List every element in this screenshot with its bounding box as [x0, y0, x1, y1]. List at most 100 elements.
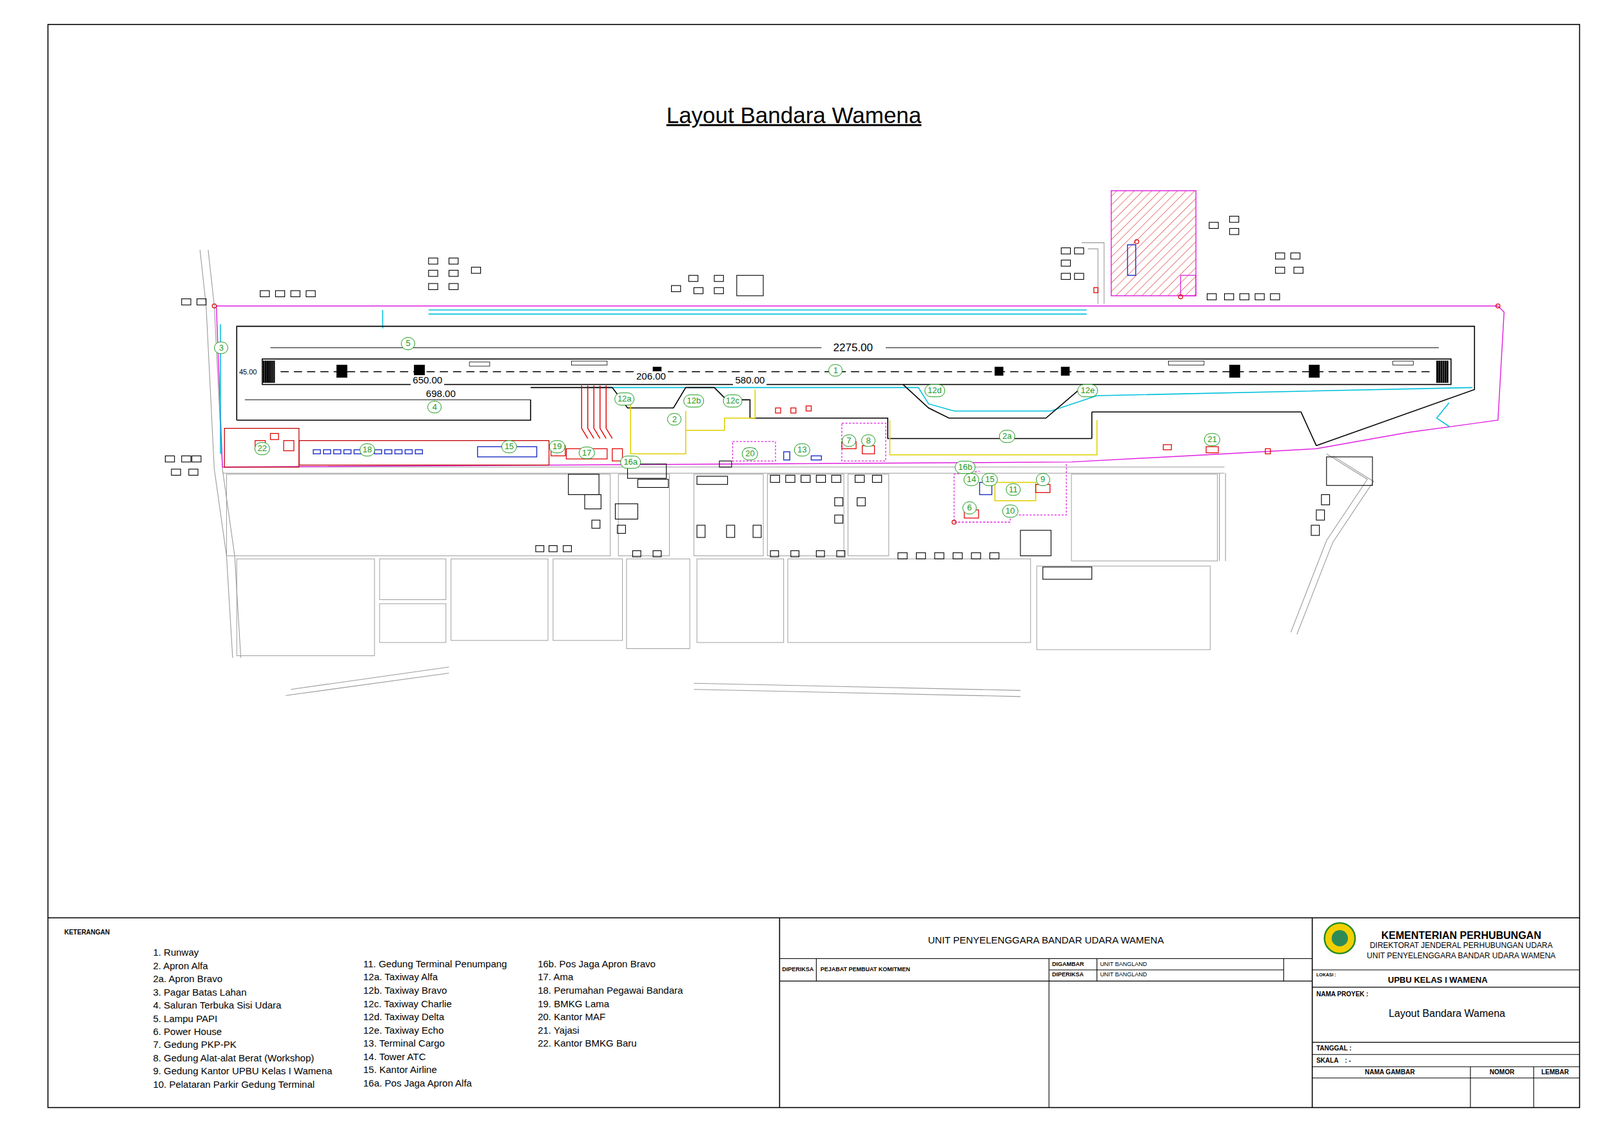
table-cell: DIPERIKSA	[781, 967, 814, 974]
building	[1270, 293, 1280, 300]
legend-item: 4. Saluran Terbuka Sisi Udara	[152, 1000, 282, 1011]
blue-structure	[404, 449, 412, 454]
building	[1207, 293, 1217, 300]
channel	[586, 387, 1473, 411]
threshold-marking	[263, 360, 265, 383]
dimension-line	[244, 399, 531, 401]
threshold-marking	[1447, 360, 1449, 383]
building	[428, 257, 438, 264]
runway-marking	[469, 362, 490, 367]
table-heading: KEMENTERIAN PERHUBUNGAN	[1381, 930, 1542, 942]
runway-marking	[1168, 360, 1204, 365]
building	[719, 460, 732, 467]
building	[854, 475, 864, 483]
building	[1163, 444, 1172, 450]
ministry-logo	[1324, 923, 1356, 954]
legend-item: 15. Kantor Airline	[363, 1065, 438, 1076]
blue-structure	[810, 455, 822, 460]
frame-line	[1311, 917, 1314, 1108]
callout-number: 20	[741, 448, 758, 461]
building	[785, 475, 795, 483]
building	[770, 475, 780, 483]
building	[637, 479, 668, 488]
callout-number: 4	[427, 400, 442, 414]
marker	[212, 304, 216, 309]
blue-structure	[783, 451, 790, 461]
housing-block	[299, 440, 550, 466]
table-line	[1312, 969, 1581, 971]
legend-item: 12b. Taxiway Bravo	[363, 985, 448, 996]
callout-number: 6	[962, 501, 977, 515]
building	[535, 546, 545, 552]
blue-structure	[313, 449, 321, 454]
table-heading: DIREKTORAT JENDERAL PERHUBUNGAN UDARA	[1369, 941, 1553, 951]
land-block	[553, 558, 623, 641]
building	[952, 553, 962, 559]
callout-number: 12d	[924, 384, 946, 398]
legend-item: 3. Pagar Batas Lahan	[152, 987, 247, 998]
legend-item: 12a. Taxiway Alfa	[363, 972, 439, 984]
threshold-marking	[267, 360, 269, 383]
building	[171, 469, 181, 476]
table-cell: PEJABAT PEMBUAT KOMITMEN	[820, 967, 911, 974]
building	[834, 515, 844, 524]
road	[1225, 473, 1227, 561]
runway-marking	[1229, 365, 1240, 378]
dimension-label: 2275.00	[831, 342, 875, 354]
building	[1074, 248, 1084, 254]
building	[448, 257, 458, 264]
building	[290, 290, 300, 297]
callout-number: 2a	[999, 430, 1015, 444]
hatched-land-corner	[1180, 275, 1196, 296]
callout-number: 19	[549, 440, 565, 454]
callout-number: 11	[1005, 483, 1022, 497]
building	[270, 433, 279, 440]
fence	[954, 464, 1067, 523]
table-line	[1312, 1066, 1581, 1068]
table-heading: UNIT PENYELENGGARA BANDAR UDARA WAMENA	[928, 936, 1165, 947]
building	[872, 475, 882, 483]
dimension-line	[885, 347, 1439, 349]
building	[283, 440, 294, 452]
fence	[732, 441, 776, 461]
table-cell: UPBU KELAS I WAMENA	[1387, 975, 1488, 986]
callout-number: 12a	[614, 392, 635, 406]
callout-number: 12b	[683, 394, 705, 408]
building	[1224, 293, 1234, 300]
table-line	[1048, 969, 1284, 971]
building	[934, 553, 944, 559]
legend-item: 7. Gedung PKP-PK	[152, 1039, 236, 1051]
land-block	[696, 558, 784, 643]
callout-number: 15	[501, 440, 518, 454]
land-block	[236, 558, 375, 656]
table-cell: TANGGAL :	[1316, 1045, 1352, 1053]
road	[693, 689, 1021, 697]
callout-number: 12c	[722, 394, 743, 408]
building	[1293, 267, 1303, 274]
building	[790, 551, 800, 557]
building	[568, 474, 599, 496]
callout-number: 13	[794, 443, 810, 457]
road	[1297, 455, 1374, 635]
legend-item: 12e. Taxiway Echo	[363, 1025, 445, 1036]
runway-marking	[1393, 360, 1414, 365]
building	[714, 275, 724, 282]
legend-item: 16a. Pos Jaga Apron Alfa	[363, 1078, 472, 1089]
channel	[428, 313, 1087, 316]
building	[1061, 248, 1071, 254]
dimension-line	[270, 347, 822, 349]
runway-marking-group	[469, 360, 1414, 367]
building	[1074, 273, 1084, 280]
legend-item: 6. Power House	[152, 1026, 222, 1038]
building	[192, 455, 202, 462]
table-heading: UNIT PENYELENGGARA BANDAR UDARA WAMENA	[1366, 952, 1556, 961]
building	[563, 546, 572, 552]
ministry-logo-core	[1331, 930, 1348, 947]
building	[688, 275, 698, 282]
building	[181, 455, 191, 462]
callout-number: 7	[841, 434, 857, 448]
threshold-marking	[265, 360, 267, 383]
building	[1229, 215, 1239, 222]
building	[614, 504, 638, 520]
land-block	[618, 474, 670, 557]
